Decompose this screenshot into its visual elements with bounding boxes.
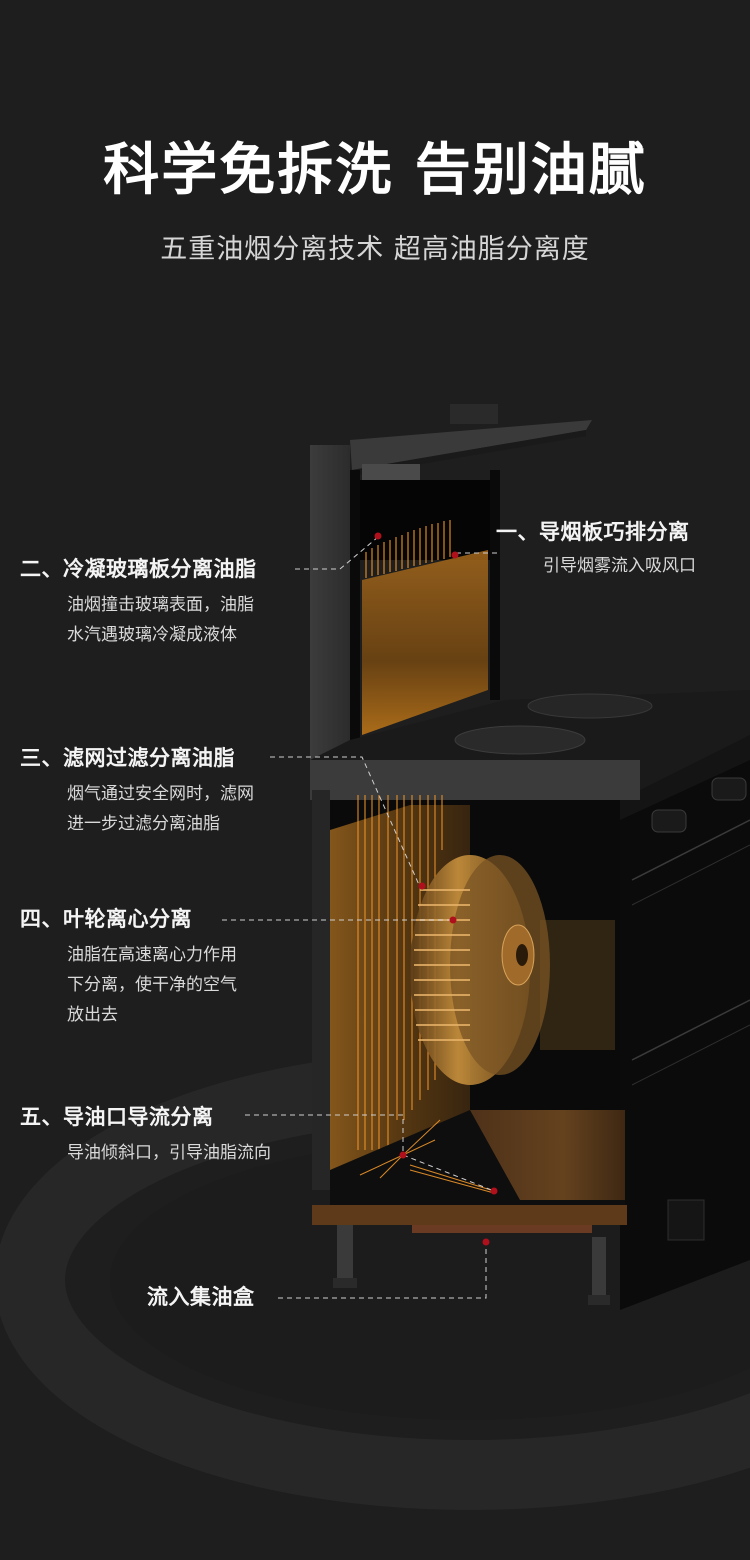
control-knob-icon [651, 809, 687, 833]
leader-lines [222, 536, 500, 1299]
cooktop [310, 690, 750, 800]
marker-dot-step-2 [374, 532, 382, 540]
callout-description-line: 放出去 [67, 1005, 118, 1025]
callout-description-line: 下分离，使干净的空气 [67, 975, 237, 995]
page-subtitle: 五重油烟分离技术 超高油脂分离度 [160, 234, 590, 265]
condensing-glass-panel [362, 520, 488, 735]
burner-icon [454, 725, 586, 755]
callout-heading: 三、滤网过滤分离油脂 [20, 746, 235, 770]
upper-frame [310, 445, 500, 775]
callout-filter-mesh: 三、滤网过滤分离油脂 烟气通过安全网时，滤网 进一步过滤分离油脂 [20, 743, 254, 839]
marker-dot-step-1 [451, 551, 459, 559]
oil-tray [312, 1110, 627, 1233]
callout-heading: 五、导油口导流分离 [20, 1105, 214, 1129]
control-knob-icon [711, 777, 747, 801]
callout-smoke-guide: 一、导烟板巧排分离 引导烟雾流入吸风口 [496, 517, 696, 581]
callout-description-line: 进一步过滤分离油脂 [67, 814, 220, 834]
callout-description-line: 水汽遇玻璃冷凝成液体 [67, 625, 237, 645]
marker-dot-step-4 [449, 916, 457, 924]
marker-dot-step-6 [482, 1238, 490, 1246]
marker-dot-step-5b [490, 1187, 498, 1195]
cabinet-right-side [620, 690, 750, 1310]
marker-dot-step-5a [399, 1151, 407, 1159]
impeller-fan [410, 855, 550, 1085]
marker-dots [374, 532, 498, 1246]
callout-description: 导油倾斜口，引导油脂流向 [67, 1143, 271, 1163]
callout-heading: 一、导烟板巧排分离 [496, 520, 690, 544]
marker-dot-step-3 [418, 882, 426, 890]
smoke-guide-panel [350, 404, 592, 480]
burner-icon [527, 693, 653, 719]
callout-oil-guide-outlet: 五、导油口导流分离 导油倾斜口，引导油脂流向 [20, 1102, 271, 1168]
callout-description: 油脂在高速离心力作用 下分离，使干净的空气 放出去 [67, 940, 237, 1030]
callout-oil-collection-box: 流入集油盒 [147, 1282, 255, 1312]
callout-heading: 四、叶轮离心分离 [20, 907, 192, 931]
filter-mesh-lines [357, 795, 443, 1150]
callout-description: 油烟撞击玻璃表面，油脂 水汽遇玻璃冷凝成液体 [67, 590, 257, 650]
callout-heading: 流入集油盒 [147, 1285, 255, 1309]
callout-heading: 二、冷凝玻璃板分离油脂 [20, 557, 257, 581]
callout-impeller: 四、叶轮离心分离 油脂在高速离心力作用 下分离，使干净的空气 放出去 [20, 904, 237, 1030]
callout-condensing-glass: 二、冷凝玻璃板分离油脂 油烟撞击玻璃表面，油脂 水汽遇玻璃冷凝成液体 [20, 554, 257, 650]
callout-description-line: 烟气通过安全网时，滤网 [67, 784, 254, 804]
callout-description-line: 油脂在高速离心力作用 [67, 945, 237, 965]
callout-description-line: 油烟撞击玻璃表面，油脂 [67, 595, 254, 615]
cabinet-legs [333, 1225, 610, 1305]
page-title: 科学免拆洗 告别油腻 [103, 138, 647, 203]
callout-description: 烟气通过安全网时，滤网 进一步过滤分离油脂 [67, 779, 254, 839]
callout-description: 引导烟雾流入吸风口 [543, 556, 696, 576]
